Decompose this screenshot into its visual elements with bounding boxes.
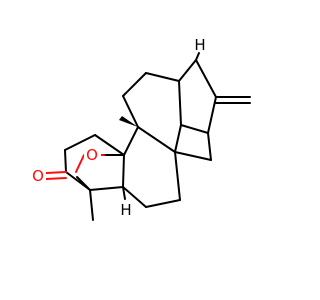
hydrogen-top-bond (195, 52, 200, 61)
hydrogen-top-label: H (194, 36, 205, 54)
carbonyl-double-bond (45, 171, 67, 174)
bond (64, 149, 67, 173)
bond (174, 124, 182, 153)
bond (207, 132, 212, 161)
hydrogen-bottom-label: H (120, 201, 131, 219)
bond (89, 186, 124, 191)
ring-oxygen-bond (75, 154, 85, 173)
label-mask (30, 167, 46, 185)
bond (94, 134, 125, 156)
bond (122, 95, 139, 128)
bond (64, 134, 96, 151)
stereo-hash-bond (122, 186, 126, 200)
bond (145, 199, 181, 208)
carbonyl-oxygen-label: O (32, 167, 44, 185)
bond (122, 154, 125, 188)
bond (180, 124, 209, 134)
bond (178, 80, 182, 126)
bond (174, 151, 212, 161)
bond (122, 72, 147, 97)
bond (207, 96, 217, 134)
bond (76, 176, 91, 191)
carbonyl-double-bond (45, 177, 67, 180)
bond (137, 126, 176, 153)
molecule-structure-diagram: O O H H (30, 36, 251, 221)
label-mask (84, 146, 101, 164)
methyl-wedge-bond (119, 116, 138, 127)
bond (89, 189, 94, 221)
ring-oxygen-label: O (86, 146, 98, 164)
bond (178, 59, 197, 82)
bond (123, 126, 139, 156)
bond (145, 72, 180, 82)
bond (195, 59, 217, 98)
bond (174, 151, 181, 201)
bond (122, 186, 147, 208)
